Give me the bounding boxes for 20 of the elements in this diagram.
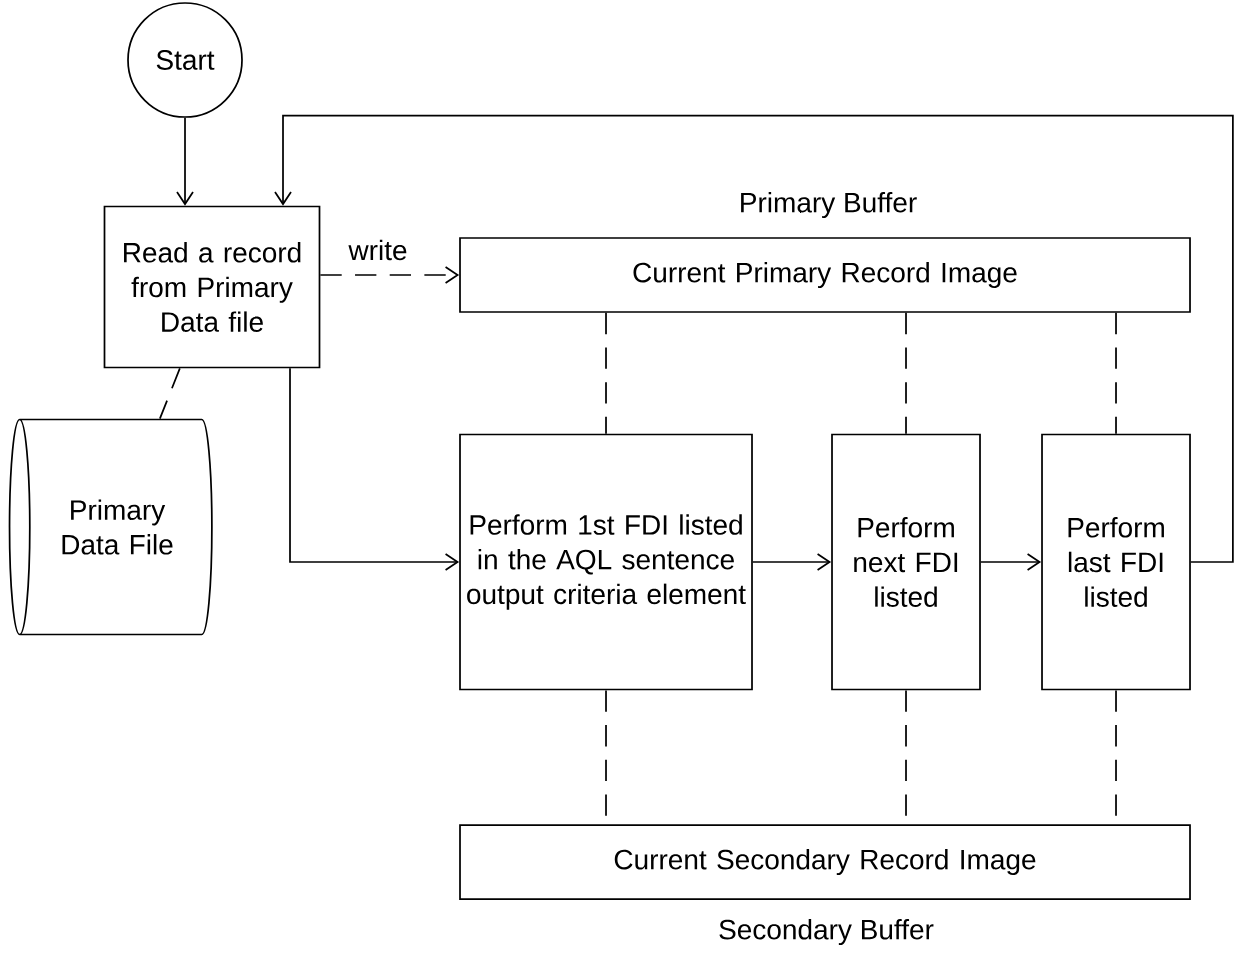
arrow bbox=[289, 367, 460, 571]
dashed-connector bbox=[605, 312, 607, 435]
dashed-connector bbox=[905, 312, 907, 435]
edge-label: write bbox=[347, 238, 409, 262]
process-box: Perform next FDI listed bbox=[831, 433, 981, 691]
arrow bbox=[980, 553, 1042, 571]
process-box: Read a record from Primary Data file bbox=[103, 205, 321, 369]
process-box: Perform 1st FDI listed in the AQL sentence output criteria element bbox=[459, 433, 753, 691]
arrow bbox=[274, 114, 1234, 563]
process-box: Perform last FDI listed bbox=[1041, 433, 1191, 691]
data-file-drum: Primary Data File bbox=[8, 418, 213, 636]
dashed-connector bbox=[1115, 312, 1117, 435]
dashed-connector bbox=[159, 367, 181, 420]
buffer-box: Current Secondary Record Image bbox=[459, 824, 1191, 900]
buffer-caption: Secondary Buffer bbox=[719, 918, 934, 946]
buffer-box: Current Primary Record Image bbox=[459, 237, 1191, 313]
buffer-caption: Primary Buffer bbox=[741, 191, 917, 219]
arrow bbox=[176, 117, 194, 206]
dashed-arrow bbox=[319, 266, 460, 284]
arrow bbox=[752, 553, 832, 571]
